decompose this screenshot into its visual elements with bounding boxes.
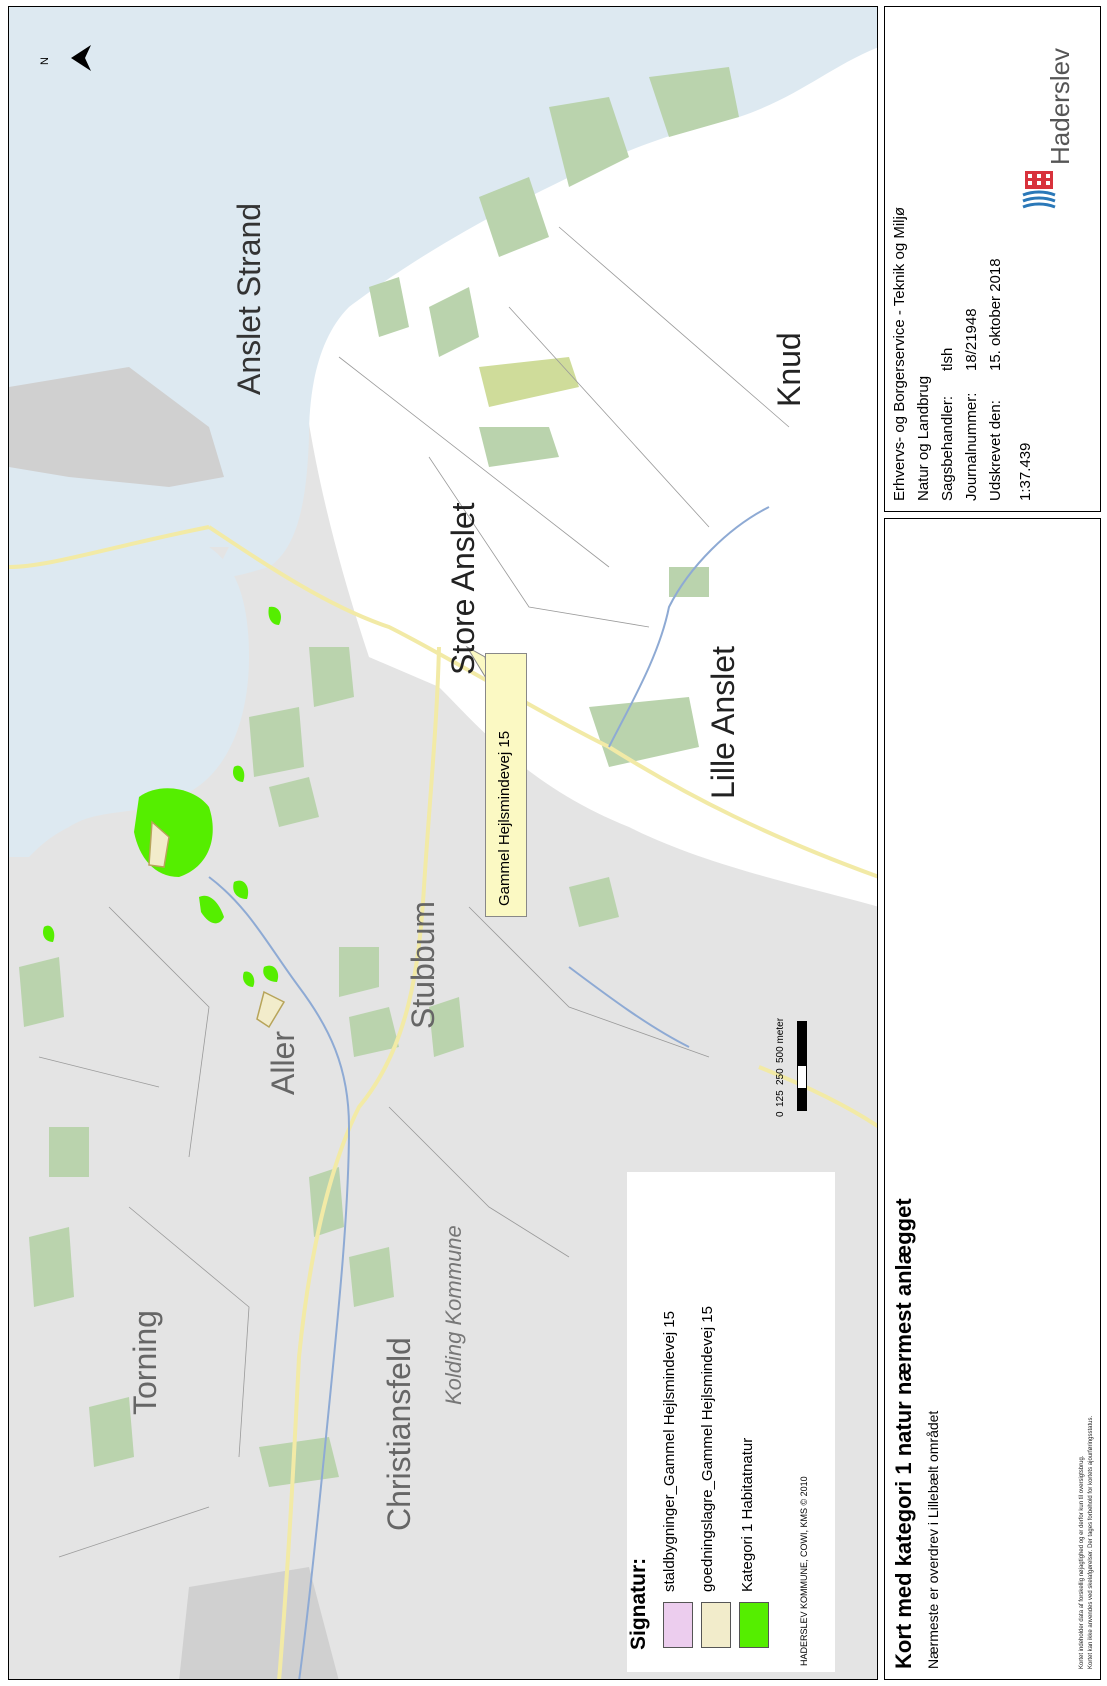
scale-tick-125: 125: [775, 1090, 786, 1107]
title-frame: Kort med kategori 1 natur nærmest anlægg…: [884, 518, 1101, 1680]
label-sagsbehandler: Sagsbehandler:: [939, 395, 956, 501]
address-callout[interactable]: Gammel Hejlsmindevej 15: [485, 653, 527, 917]
field-boundaries: [38, 226, 790, 1558]
disclaimer-line-1: Kortet indeholder data af forskellig nøj…: [1079, 1455, 1085, 1669]
place-anslet-strand: Anslet Strand: [231, 202, 267, 395]
streams: [208, 506, 770, 1679]
sea-area: [9, 7, 877, 847]
forest-patches: [19, 67, 739, 1487]
legend-label-staldbygninger: staldbygninger_Gammel Hejlsmindevej 15: [661, 1311, 678, 1592]
legend-label-habitat: Kategori 1 Habitatnatur: [739, 1437, 756, 1592]
place-lille-anslet: Lille Anslet: [705, 646, 741, 799]
address-callout-label: Gammel Hejlsmindevej 15: [496, 730, 513, 906]
farmland-area: [299, 27, 877, 907]
scale-tick-500: 500 meter: [775, 1017, 786, 1063]
department-name: Erhvervs- og Borgerservice - Teknik og M…: [891, 207, 908, 501]
place-store-anslet: Store Anslet: [445, 502, 481, 675]
value-sagsbehandler: tlsh: [939, 347, 956, 371]
legend-heading: Signatur:: [627, 1557, 650, 1650]
fjord-lake: [9, 485, 249, 857]
map-copyright: HADERSLEV KOMMUNE, COWI, KMS © 2010: [799, 1476, 809, 1666]
label-udskrevet: Udskrevet den:: [987, 400, 1004, 501]
label-journalnummer: Journalnummer:: [963, 392, 980, 501]
logo-text: Haderslev: [1045, 47, 1075, 165]
unit-name: Natur og Landbrug: [915, 375, 932, 501]
north-arrow-icon: [71, 45, 91, 71]
builtup-area-south: [179, 1567, 339, 1679]
north-label: N: [39, 57, 51, 65]
map-canvas[interactable]: [9, 7, 878, 1680]
value-journalnummer: 18/21948: [963, 308, 980, 371]
builtup-area-north: [9, 367, 224, 487]
haderslev-logo: [1019, 167, 1059, 213]
info-frame: Erhvervs- og Borgerservice - Teknik og M…: [884, 6, 1101, 512]
map-title: Kort med kategori 1 natur nærmest anlægg…: [891, 1198, 916, 1669]
map-scale: 1:37.439: [1017, 442, 1034, 501]
place-christiansfeld: Christiansfeld: [381, 1337, 417, 1531]
legend-swatch-staldbygninger: [663, 1602, 693, 1648]
disclaimer-line-2: Kortet kan ikke anvendes ved skelafgørel…: [1088, 1415, 1094, 1669]
legend-label-goedningslagre: goedningslagre_Gammel Hejlsmindevej 15: [699, 1306, 716, 1592]
dung-storage-outlines: [148, 820, 286, 1029]
map-frame[interactable]: N Anslet Strand Store Anslet Knud Lille …: [8, 6, 878, 1680]
scale-tick-0: 0: [775, 1111, 786, 1117]
value-udskrevet: 15. oktober 2018: [987, 258, 1004, 371]
map-subtitle: Nærmeste er overdrev i Lillebælt området: [925, 1410, 941, 1669]
legend: Signatur: staldbygninger_Gammel Hejlsmin…: [627, 1172, 835, 1672]
north-arrow: N: [37, 45, 97, 71]
place-stubbum: Stubbum: [405, 900, 441, 1029]
place-kolding-kommune: Kolding Kommune: [441, 1225, 466, 1405]
scale-tick-250: 250: [775, 1068, 786, 1085]
place-aller: Aller: [265, 1030, 301, 1095]
place-knud: Knud: [771, 332, 807, 407]
legend-swatch-habitat: [739, 1602, 769, 1648]
scale-bar-segments: [797, 1021, 807, 1111]
haderslev-crest-icon: [1022, 171, 1056, 209]
place-torning: Torning: [127, 1310, 163, 1415]
scale-bar: 0 125 250 500 meter: [769, 1001, 815, 1141]
legend-swatch-goedningslagre: [701, 1602, 731, 1648]
